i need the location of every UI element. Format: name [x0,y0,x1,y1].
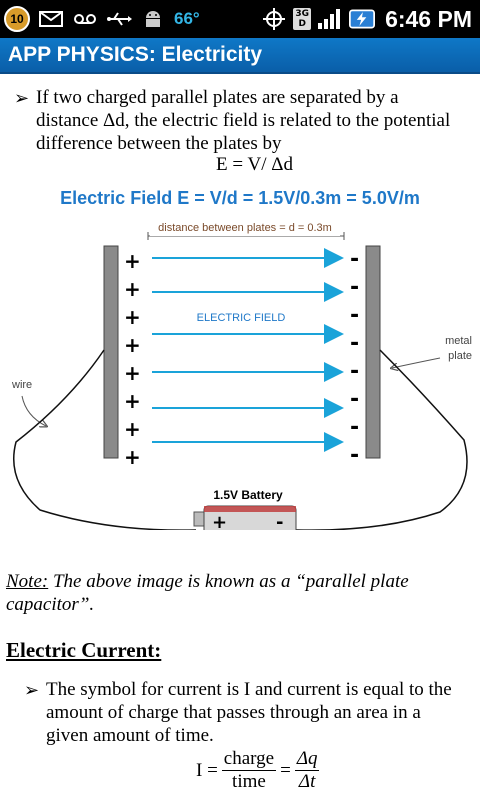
wire-left [12,349,196,530]
distance-label-bg [150,218,340,236]
wire-pointer [21,395,46,426]
capacitor-diagram: distance between plates = d = 0.3m + + +… [11,218,472,530]
fraction-numerator: Δq [294,748,320,771]
email-icon[interactable] [38,8,64,30]
fraction-numerator: charge [221,748,277,771]
plus-sign: + [124,305,141,329]
plus-sign: + [124,389,141,413]
positive-plate [103,245,119,459]
current-formula: I = charge time = Δq Δt [196,748,320,793]
current-line: given amount of time. [46,725,214,746]
signal-icon [317,8,343,30]
plus-sign: + [124,249,141,273]
minus-sign: - [350,275,359,300]
clock-text: 6:46 PM [385,5,472,32]
intro-line: If two charged parallel plates are separ… [36,87,399,108]
note-prefix: Note: [6,571,49,592]
note-text: The above image is known as a “parallel … [6,571,409,615]
metal-plate-label: plate [448,350,472,362]
minus-sign: - [350,443,359,468]
fraction-dq-dt: Δq Δt [294,748,320,793]
fraction-denominator: Δt [298,771,316,792]
app-title: APP PHYSICS: Electricity [8,43,263,66]
network-label: 3G [295,9,310,19]
plus-sign: + [124,417,141,441]
minus-sign: - [350,359,359,384]
battery-icon: + - [193,505,297,530]
battery-label: 1.5V Battery [213,488,283,502]
content-area[interactable]: ➢ If two charged parallel plates are sep… [0,76,480,800]
intro-formula: E = V/ Δd [216,154,293,175]
current-line: amount of charge that passes through an … [46,702,421,723]
note-paragraph: Note: The above image is known as a “par… [6,570,474,616]
fraction-denominator: time [232,771,266,792]
temperature-text: 66° [174,9,200,28]
arrow-bullet-icon: ➢ [14,88,30,108]
section-heading: Electric Current: [6,638,162,662]
intro-line: difference between the plates by [36,133,282,154]
minus-sign: - [350,247,359,272]
android-icon[interactable] [140,8,166,30]
minus-sign: - [350,387,359,412]
arrow-bullet-icon: ➢ [24,680,40,700]
plus-sign: + [124,445,141,469]
formula-equals: = [280,759,291,781]
formula-lhs: I = [196,759,218,781]
current-line: The symbol for current is I and current … [46,679,452,700]
plus-sign: + [124,333,141,357]
battery-charging-icon [349,8,376,30]
plus-sign: + [124,277,141,301]
distance-label: distance between plates = d = 0.3m [158,222,332,234]
usb-icon[interactable] [106,8,132,30]
plus-sign: + [124,361,141,385]
intro-line: distance Δd, the electric field is relat… [36,110,451,131]
wire-right [296,349,468,530]
diagram-title: Electric Field E = V/d = 1.5V/0.3m = 5.0… [60,188,420,208]
metal-plate-pointer [392,357,441,368]
battery-plus: + [212,512,227,530]
negative-plate [365,245,381,459]
notification-badge-icon[interactable]: 10 [4,6,30,32]
fraction-charge-time: charge time [221,748,277,793]
minus-sign: - [350,331,359,356]
metal-plate-label: metal [445,335,472,347]
wire-label: wire [11,379,32,391]
app-title-bar: APP PHYSICS: Electricity [0,38,480,74]
minus-sign: - [350,415,359,440]
battery-minus: - [276,512,283,530]
gps-icon [261,8,287,30]
field-label: ELECTRIC FIELD [197,312,286,324]
voicemail-icon[interactable] [72,8,98,30]
minus-sign: - [350,303,359,328]
